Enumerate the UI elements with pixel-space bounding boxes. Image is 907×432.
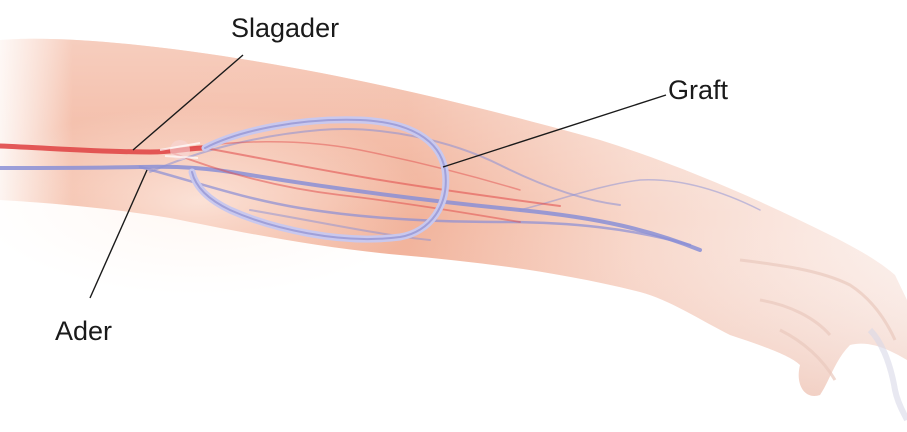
artery-label: Slagader <box>231 15 339 42</box>
vein-label: Ader <box>55 318 112 345</box>
graft-label: Graft <box>668 77 728 104</box>
